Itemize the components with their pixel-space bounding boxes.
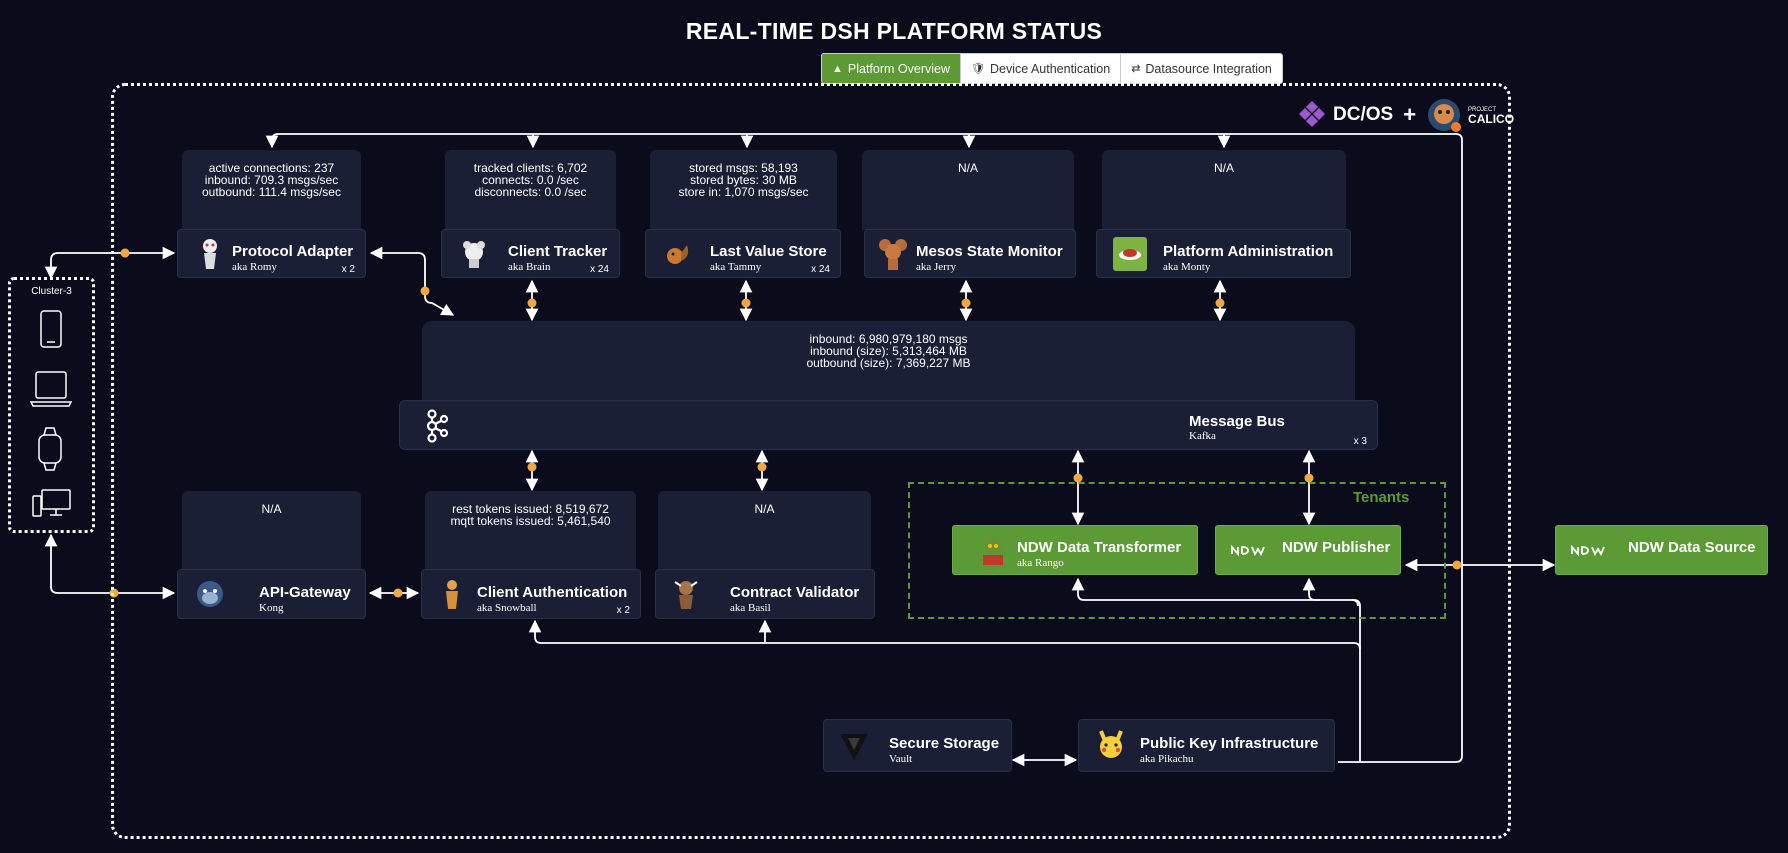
- shield-icon: 🛡: [971, 63, 985, 75]
- public-key-infrastructure-service[interactable]: Public Key Infrastructure aka Pikachu: [1078, 719, 1335, 772]
- tab-bar: ▲ Platform Overview 🛡 Device Authenticat…: [821, 53, 1283, 84]
- kafka-icon: [420, 409, 452, 443]
- calico-logo-icon: [1428, 99, 1462, 132]
- protocol-adapter-to-bus: [369, 246, 455, 316]
- contract-validator-stats: N/A: [658, 491, 871, 571]
- client-tracker-service[interactable]: Client Tracker aka Brain x 24: [441, 229, 620, 278]
- jerry-mouse-icon: [877, 238, 909, 270]
- cluster-boundary: [8, 277, 95, 533]
- logos: DC/OS + PROJECT CALICO: [1297, 97, 1514, 133]
- tammy-squirrel-icon: [662, 238, 694, 270]
- kong-gorilla-icon: [194, 578, 226, 610]
- last-value-store-stats: stored msgs: 58,193 stored bytes: 30 MB …: [650, 150, 837, 230]
- api-gateway-service[interactable]: API-Gateway Kong: [177, 569, 366, 619]
- snowball-icon: [436, 578, 468, 610]
- client-authentication-service[interactable]: Client Authentication aka Snowball x 2: [421, 569, 641, 619]
- watch-icon: [38, 427, 62, 471]
- mesos-state-monitor-stats: N/A: [862, 150, 1074, 230]
- tab-datasource-integration[interactable]: ⇄ Datasource Integration: [1131, 61, 1272, 76]
- rango-icon: [977, 535, 1009, 567]
- shuffle-icon: ⇄: [1131, 63, 1141, 75]
- romy-mascot-icon: [194, 238, 226, 270]
- secure-storage-service[interactable]: Secure Storage Vault: [823, 719, 1012, 772]
- tab-device-authentication[interactable]: 🛡 Device Authentication: [961, 54, 1122, 83]
- ndw-data-transformer-service[interactable]: NDW Data Transformer aka Rango: [952, 525, 1198, 575]
- tenants-label: Tenants: [1353, 489, 1410, 506]
- phone-icon: [40, 310, 62, 348]
- platform-administration-stats: N/A: [1102, 150, 1346, 230]
- basil-icon: [670, 578, 702, 610]
- last-value-store-service[interactable]: Last Value Store aka Tammy x 24: [645, 229, 841, 278]
- monty-icon: [1113, 237, 1147, 271]
- cubes-icon: ▲: [832, 62, 843, 75]
- client-authentication-stats: rest tokens issued: 8,519,672 mqtt token…: [425, 491, 636, 571]
- dcos-logo-text: DC/OS: [1333, 104, 1394, 125]
- dcos-logo-icon: [1299, 101, 1325, 127]
- platform-administration-service[interactable]: Platform Administration aka Monty: [1096, 229, 1351, 278]
- cluster-to-api-gateway: [44, 533, 176, 600]
- platform-boundary: [111, 83, 1511, 839]
- client-tracker-stats: tracked clients: 6,702 connects: 0.0 /se…: [445, 150, 616, 230]
- page-title: REAL-TIME DSH PLATFORM STATUS: [685, 18, 1103, 44]
- mesos-state-monitor-service[interactable]: Mesos State Monitor aka Jerry: [864, 229, 1076, 278]
- desktop-icon: [32, 489, 71, 517]
- ndw-data-source-service[interactable]: NDW Data Source: [1555, 525, 1768, 575]
- ndw-logo-icon: [1570, 534, 1610, 566]
- ndw-publisher-service[interactable]: NDW Publisher: [1215, 525, 1401, 575]
- laptop-icon: [30, 371, 72, 407]
- calico-project-label: PROJECT: [1468, 107, 1497, 113]
- vault-icon: [838, 730, 870, 762]
- calico-logo-text: CALICO: [1468, 112, 1515, 126]
- ndw-logo-icon: [1230, 534, 1270, 566]
- brain-mascot-icon: [458, 238, 490, 270]
- message-bus-service[interactable]: Message Bus Kafka x 3: [399, 400, 1378, 450]
- cluster-label: Cluster-3: [31, 286, 72, 297]
- plus-sign: +: [1403, 102, 1417, 127]
- tab-platform-overview[interactable]: ▲ Platform Overview: [822, 54, 961, 83]
- tenants-boundary: [908, 482, 1446, 619]
- contract-validator-service[interactable]: Contract Validator aka Basil: [655, 569, 875, 619]
- cluster-to-protocol-adapter: [44, 246, 176, 280]
- protocol-adapter-service[interactable]: Protocol Adapter aka Romy x 2: [177, 229, 366, 278]
- protocol-adapter-stats: active connections: 237 inbound: 709.3 m…: [182, 150, 361, 230]
- message-bus-stats: inbound: 6,980,979,180 msgs inbound (siz…: [422, 321, 1355, 401]
- top-distribution-line: [265, 133, 1463, 763]
- pikachu-icon: [1095, 730, 1127, 762]
- api-gateway-stats: N/A: [182, 491, 361, 571]
